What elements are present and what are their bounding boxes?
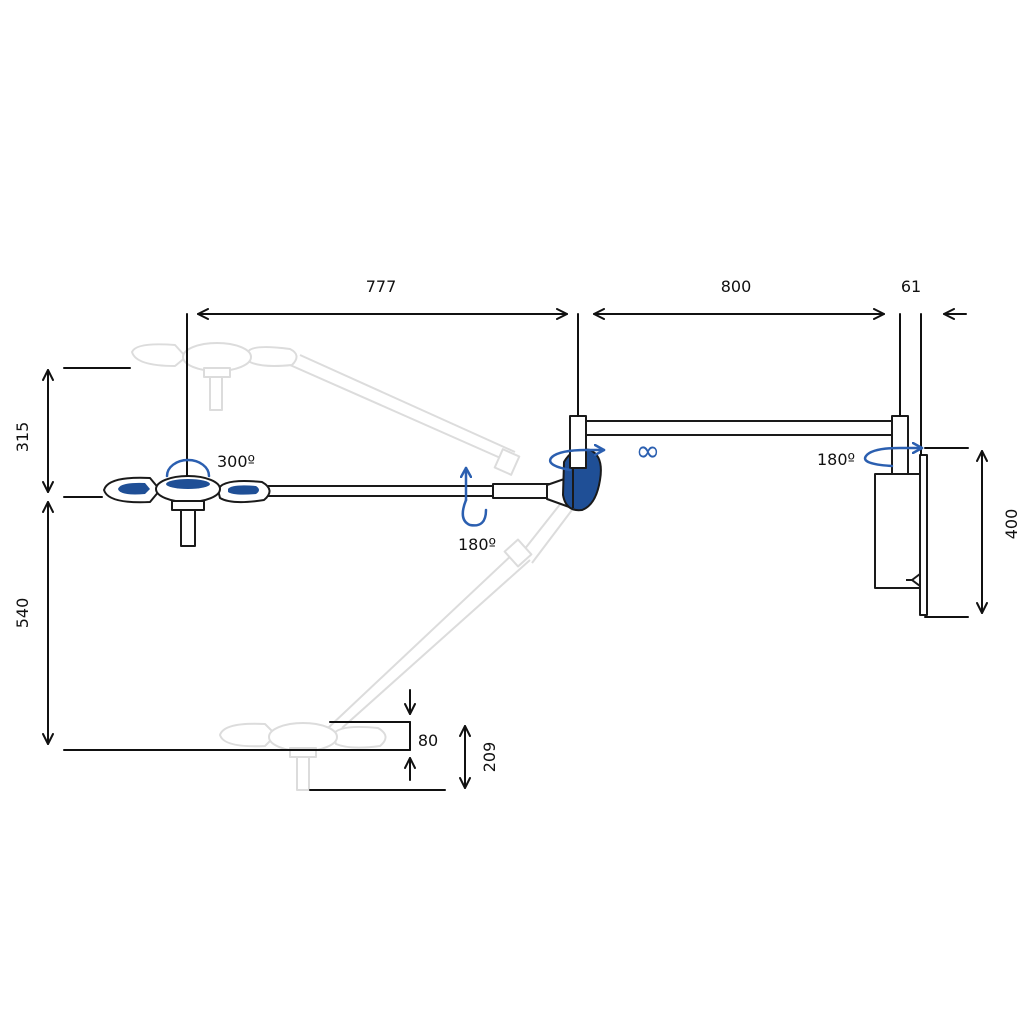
- label-400: 400: [1002, 509, 1021, 540]
- dimension-lines: [42, 308, 988, 791]
- power-plug-icon: [906, 572, 921, 588]
- ghost-lower-position: [219, 497, 576, 791]
- label-61: 61: [901, 277, 921, 296]
- main-lamp: [103, 448, 602, 547]
- rotation-indicators: [165, 448, 924, 527]
- label-540: 540: [13, 598, 32, 629]
- arm-post-left: [569, 415, 587, 469]
- arm-post-right: [891, 415, 909, 475]
- upper-arm: [585, 420, 893, 436]
- label-315: 315: [13, 422, 32, 453]
- ghost-upper-position: [131, 342, 521, 476]
- wall-box: [874, 473, 921, 589]
- wall-plate: [919, 454, 928, 616]
- rotation-arrow-arm-icon: [461, 498, 488, 527]
- label-arm-tilt: 180º: [458, 535, 496, 554]
- rotation-arrow-joint-icon: [548, 450, 606, 472]
- label-777: 777: [366, 277, 397, 296]
- rotation-arc-head-icon: [165, 458, 211, 478]
- wall-arm: [569, 415, 928, 616]
- label-209: 209: [480, 742, 499, 773]
- labels: 777 800 61 315 540 400 80 209 300º 180º …: [13, 277, 1021, 772]
- lamp-handle: [180, 509, 196, 547]
- label-infinite-rotation: ∞: [636, 434, 661, 469]
- arm-collar: [492, 483, 550, 499]
- label-bracket-angle: 180º: [817, 450, 855, 469]
- label-80: 80: [418, 731, 438, 750]
- rotation-arrow-bracket-icon: [863, 448, 924, 468]
- label-800: 800: [721, 277, 752, 296]
- label-head-angle: 300º: [217, 452, 255, 471]
